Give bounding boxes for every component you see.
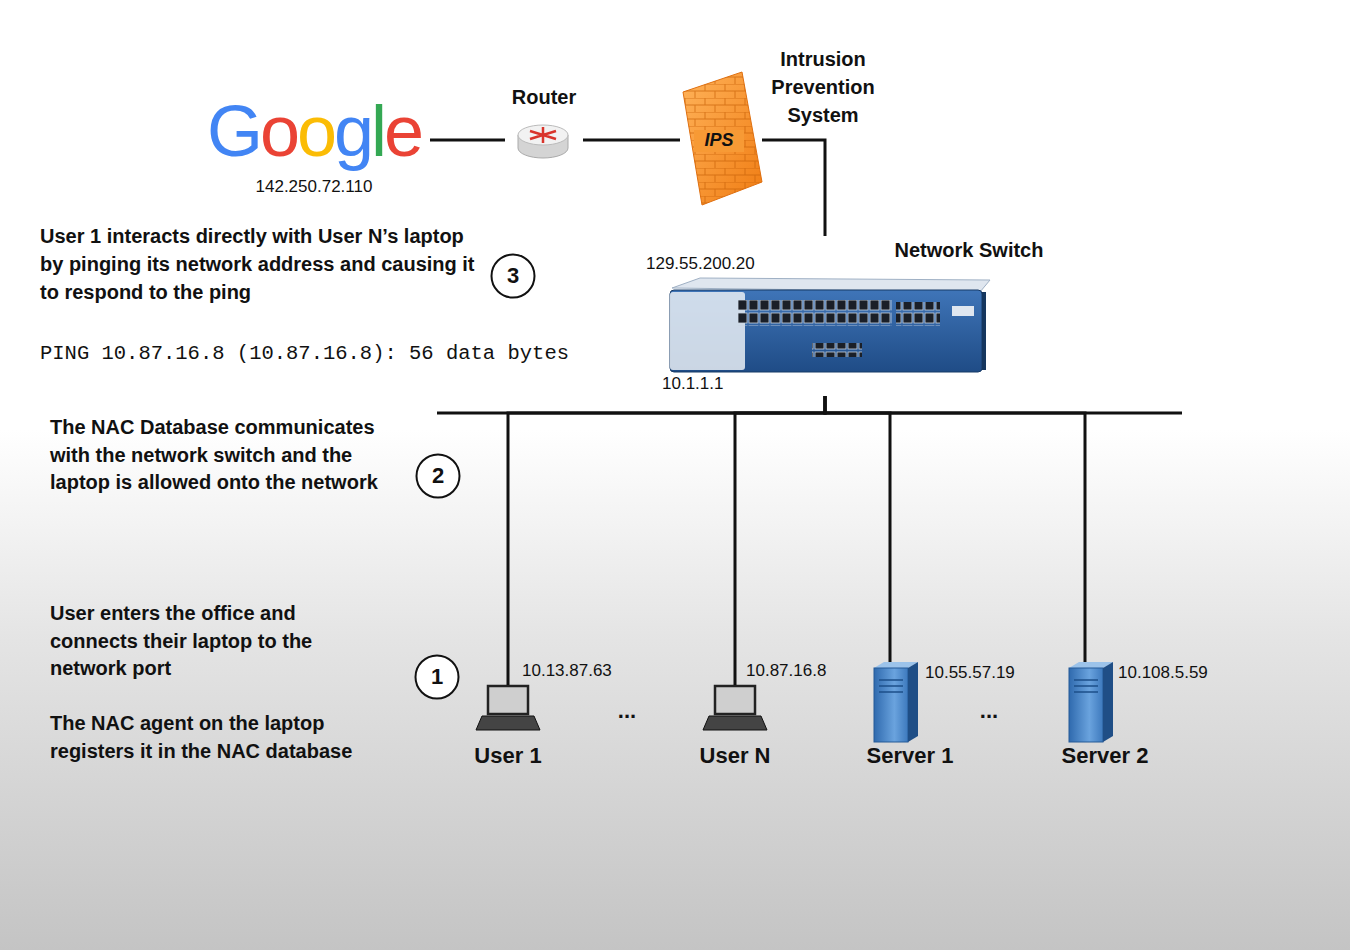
callout-number-label: 2 — [415, 453, 461, 499]
step-note: The NAC Database communicates with the n… — [50, 414, 405, 497]
laptop-icon — [703, 686, 767, 730]
server-icon — [874, 662, 918, 742]
switch-device — [670, 278, 990, 372]
callout-number-label: 1 — [414, 654, 460, 700]
cloud-service-label: Google — [198, 95, 430, 167]
network-link — [430, 139, 505, 142]
network-switch-text: 10.1.1.1 — [662, 374, 752, 394]
callout-number: 2 — [415, 453, 461, 499]
server-label: 10.55.57.19 — [925, 663, 1035, 683]
network-link — [583, 139, 680, 142]
callout-number-label: 3 — [490, 253, 536, 299]
network-switch: Network Switch 129.55.200.20 10.1.1.1 — [640, 236, 1060, 396]
server-text: Server 2 — [1045, 743, 1165, 769]
ellipsis: ... — [972, 698, 1006, 724]
network-switch-label: Network Switch — [878, 238, 1060, 262]
router-label: Router — [495, 85, 593, 109]
laptop-text: User 1 — [454, 743, 562, 769]
laptop: 10.13.87.63User 1 — [462, 685, 554, 775]
command-line: PING 10.87.16.8 (10.87.16.8): 56 data by… — [40, 342, 640, 365]
server-icon — [1069, 662, 1113, 742]
step-note: User enters the office and connects thei… — [50, 600, 370, 683]
network-link — [508, 396, 825, 685]
network-link — [825, 396, 1085, 662]
laptop-label: 10.87.16.8 — [746, 661, 846, 681]
server-label: 10.108.5.59 — [1118, 663, 1233, 683]
firewall-icon — [683, 72, 762, 205]
step-note: The NAC agent on the laptop registers it… — [50, 710, 405, 765]
intrusion-prevention-system-text: Intrusion Prevention System — [758, 45, 888, 129]
router: Router — [505, 85, 583, 170]
cloud-service: Google 142.250.72.110 — [198, 95, 430, 200]
cloud-service-text: 142.250.72.110 — [198, 177, 430, 197]
router-icon — [518, 125, 568, 158]
network-link — [762, 140, 825, 236]
network-switch-text: 129.55.200.20 — [646, 254, 778, 274]
intrusion-prevention-system-label: IPS — [694, 130, 744, 152]
network-link — [825, 396, 890, 662]
server-text: Server 1 — [850, 743, 970, 769]
callout-number: 3 — [490, 253, 536, 299]
laptop: 10.87.16.8User N — [685, 685, 785, 775]
ellipsis: ... — [610, 698, 644, 724]
laptop-label: 10.13.87.63 — [522, 661, 634, 681]
server: 10.55.57.19Server 1 — [850, 662, 970, 774]
intrusion-prevention-system: IPSIntrusion Prevention System — [680, 72, 762, 205]
network-link — [735, 396, 825, 685]
server: 10.108.5.59Server 2 — [1045, 662, 1165, 774]
step-note: User 1 interacts directly with User N’s … — [40, 222, 485, 306]
laptop-text: User N — [681, 743, 789, 769]
laptop-icon — [476, 686, 540, 730]
callout-number: 1 — [414, 654, 460, 700]
